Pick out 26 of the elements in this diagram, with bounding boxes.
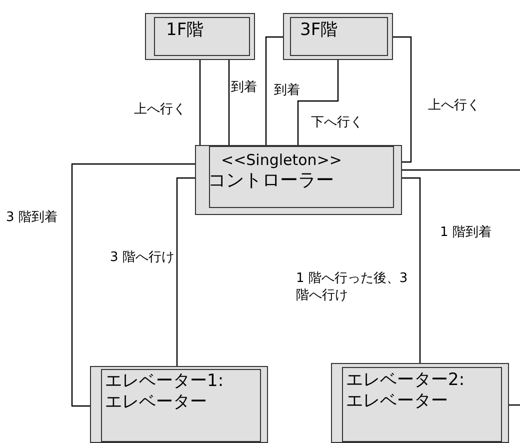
elevator-box xyxy=(90,366,268,443)
connector-line xyxy=(228,60,230,145)
node-label: コントローラー xyxy=(207,170,335,192)
connector-line xyxy=(402,177,421,363)
elevator-box xyxy=(331,363,509,443)
floor-box xyxy=(283,13,393,60)
connector-line xyxy=(297,60,339,145)
connector-line xyxy=(265,36,283,145)
connector-line xyxy=(199,60,201,145)
connector-line xyxy=(402,169,520,171)
connector-line xyxy=(176,177,195,366)
connector-line xyxy=(509,404,520,406)
edge-label: 到着 xyxy=(231,79,257,96)
connector-line xyxy=(393,36,412,163)
controller-box xyxy=(195,145,402,215)
node-label: <<Singleton>> xyxy=(220,151,343,170)
edge-label: 3 階到着 xyxy=(6,209,58,226)
floor-box xyxy=(145,13,255,60)
node-label: エレベーター1:エレベーター xyxy=(105,371,225,414)
node-label: エレベーター2:エレベーター xyxy=(346,370,466,412)
edge-label: 到着 xyxy=(274,82,300,99)
node-label: 3F階 xyxy=(300,20,339,42)
connector-line xyxy=(71,163,195,407)
edge-label: 3 階へ行け xyxy=(110,249,174,266)
edge-label: 1 階到着 xyxy=(440,224,492,241)
node-label: 1F階 xyxy=(166,20,205,42)
